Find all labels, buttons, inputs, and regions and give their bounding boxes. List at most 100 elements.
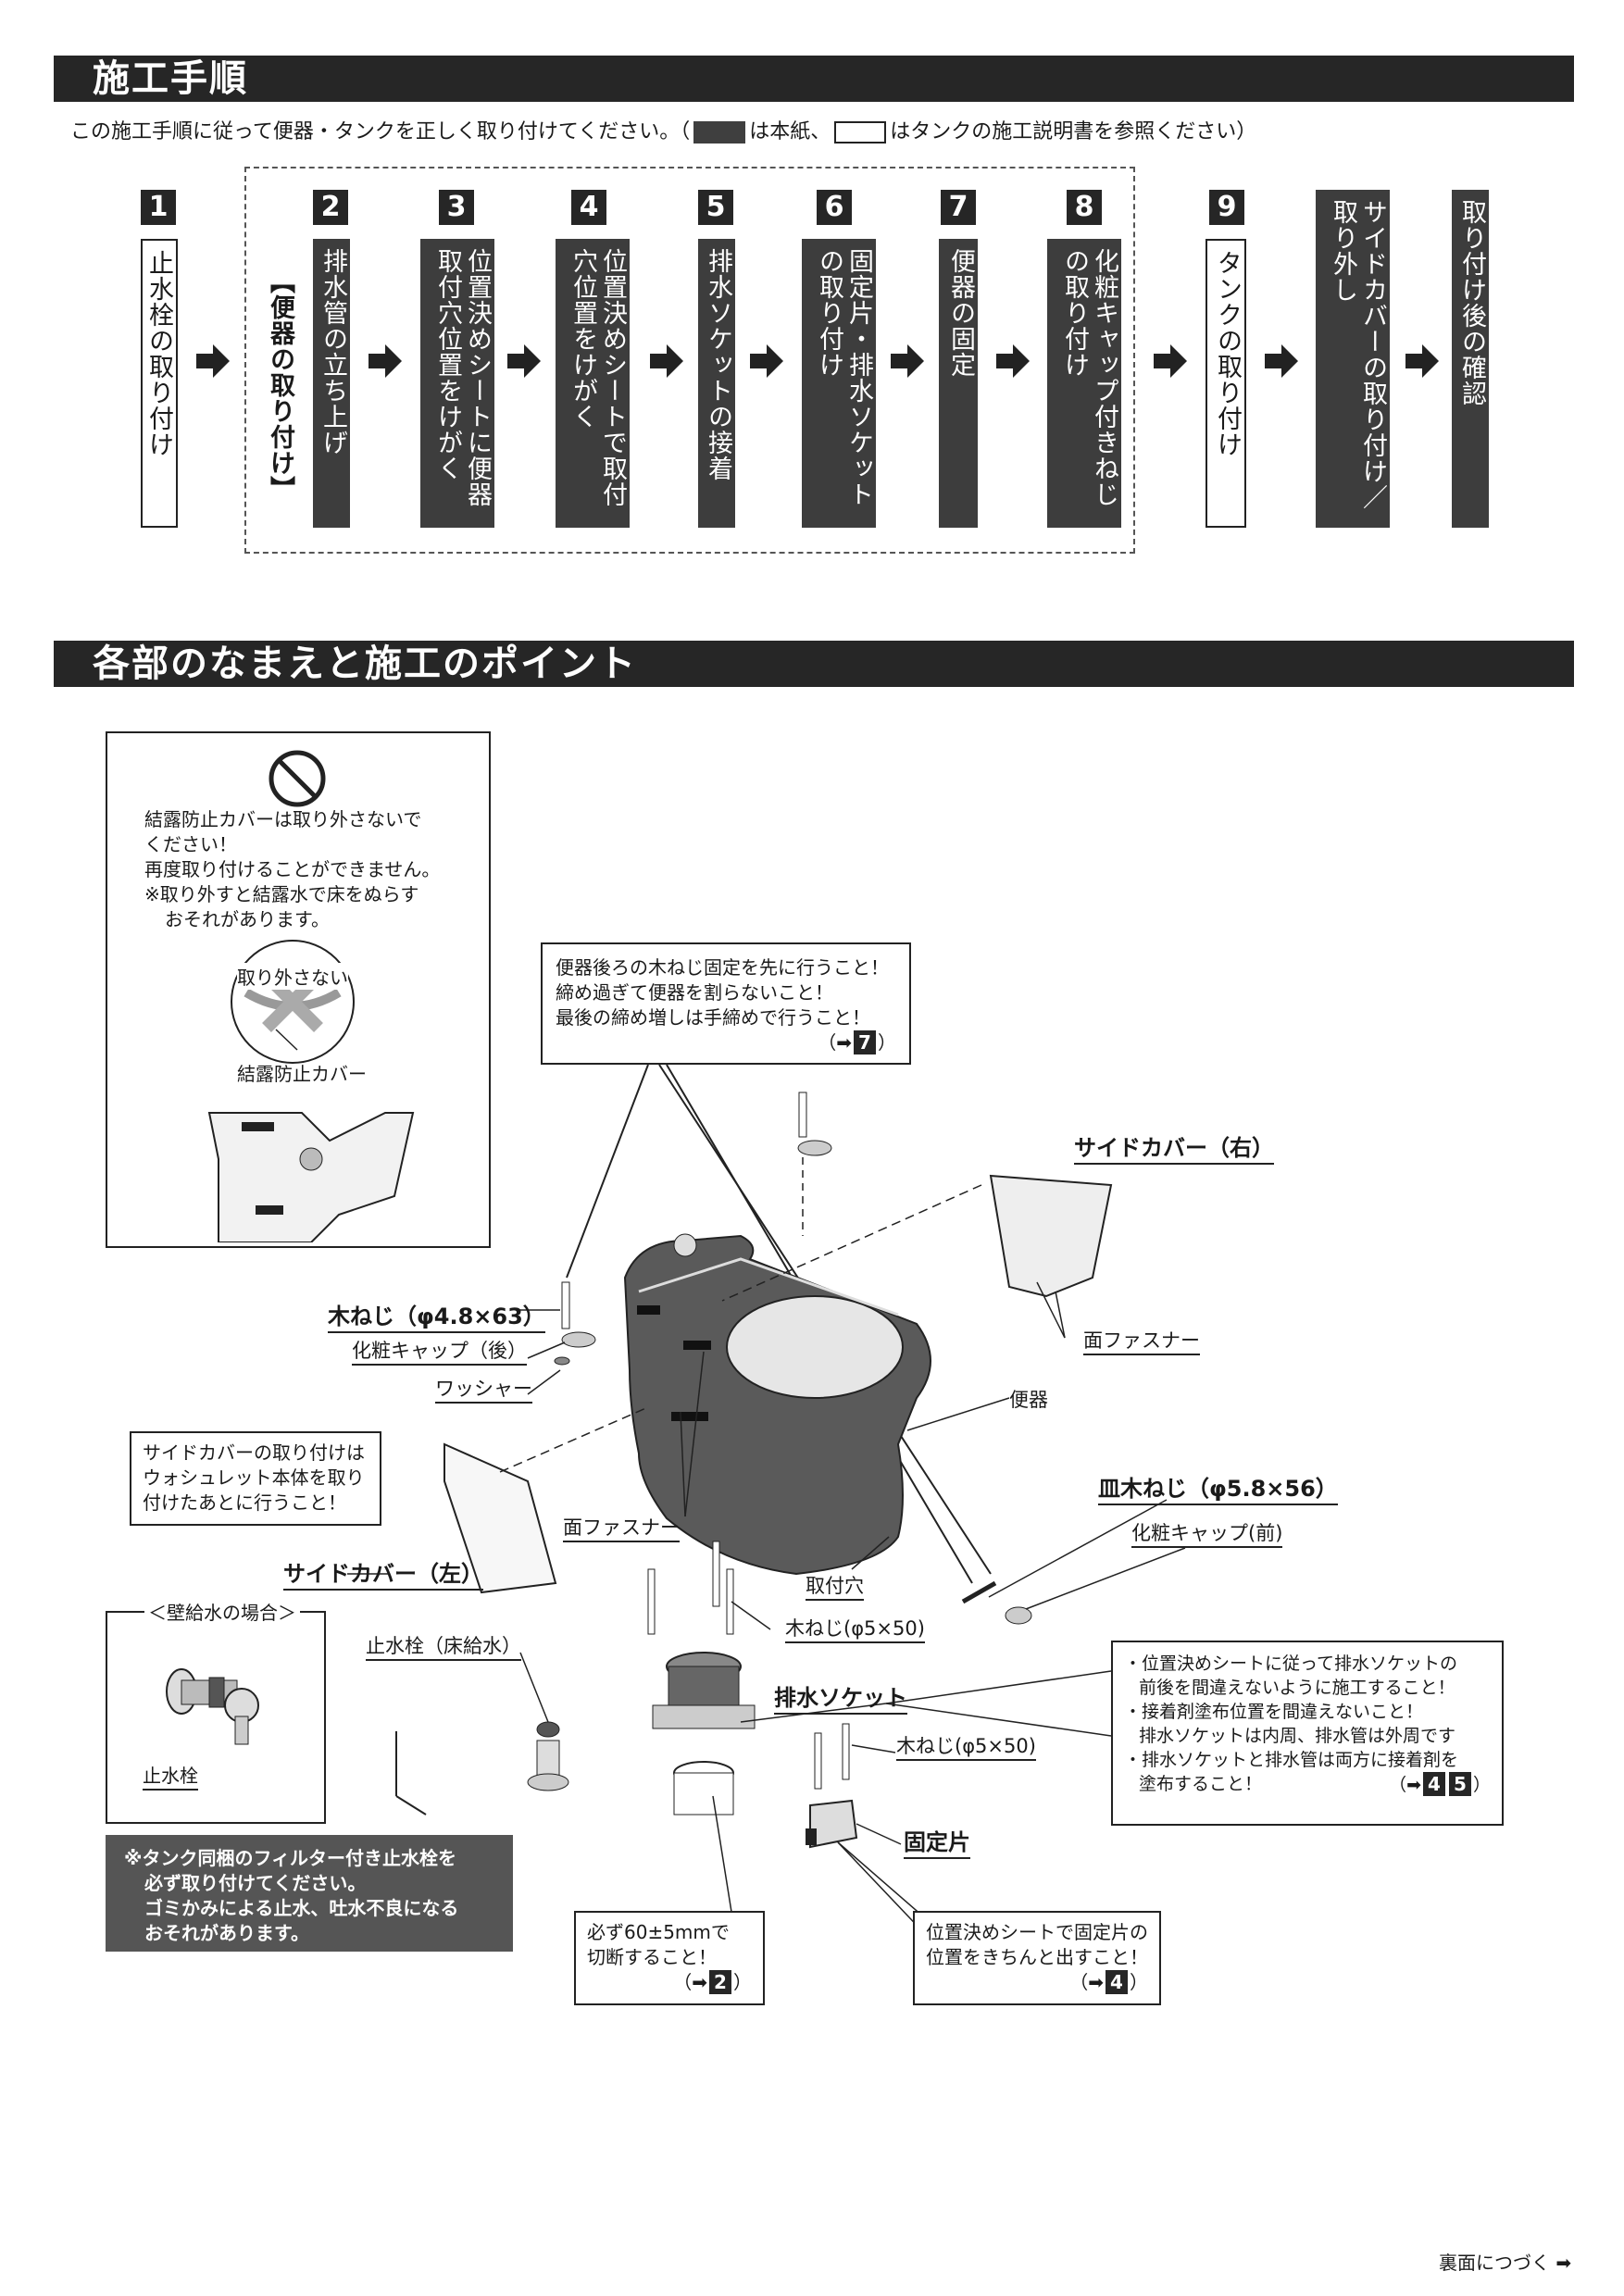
step-4-box: 位置決めシートで取付穴位置をけがく — [556, 239, 630, 528]
step-5-number: 5 — [698, 190, 733, 225]
caution-line: おそれがあります。 — [165, 908, 330, 930]
step-7-box: 便器の固定 — [939, 239, 978, 528]
label-fastener-right: 面ファスナー — [1083, 1326, 1200, 1355]
step-6-number: 6 — [817, 190, 852, 225]
flow-arrow-icon — [1154, 344, 1187, 378]
flow-arrow-icon — [507, 344, 541, 378]
label-text: 木ねじ（φ4.8×63） — [328, 1304, 545, 1333]
label-flat-screw: 皿木ねじ（φ5.8×56） — [1098, 1470, 1338, 1505]
label-wood-screw-5x50-a: 木ねじ(φ5×50) — [785, 1614, 925, 1643]
section-title-parts: 各部のなまえと施工のポイント — [54, 641, 1574, 687]
label-washer: ワッシャー — [435, 1374, 532, 1404]
note-line: 位置をきちんと出すこと！ — [926, 1946, 1148, 1968]
note-line: ウォシュレット本体を取り — [143, 1466, 365, 1489]
label-stop-valve-floor: 止水栓（床給水） — [366, 1631, 521, 1661]
label-fixing-piece: 固定片 — [904, 1824, 970, 1859]
label-text: 木ねじ(φ5×50) — [896, 1735, 1036, 1761]
note-line: 位置決めシートで固定片の — [926, 1921, 1148, 1943]
note-line: 付けたあとに行うこと！ — [143, 1491, 346, 1514]
label-fastener-left: 面ファスナー — [563, 1513, 680, 1542]
step-8-box: 化粧キャップ付きねじの取り付け — [1047, 239, 1121, 528]
label-text: 固定片 — [904, 1829, 970, 1859]
ref-number: 4 — [1422, 1772, 1445, 1796]
caution-line: ください！ — [144, 833, 237, 855]
label-text: 皿木ねじ（φ5.8×56） — [1098, 1476, 1338, 1505]
label-wood-screw-back: 木ねじ（φ4.8×63） — [328, 1298, 545, 1333]
wall-supply-box: ＜壁給水の場合＞ 止水栓 — [106, 1598, 326, 1824]
note-line: ・位置決めシートに従って排水ソケットの — [1124, 1653, 1458, 1674]
flow-arrow-icon — [650, 344, 683, 378]
intro-before: この施工手順に従って便器・タンクを正しく取り付けてください。（ — [70, 120, 691, 144]
ref-number: 7 — [854, 1030, 876, 1054]
label-wood-screw-5x50-b: 木ねじ(φ5×50) — [896, 1731, 1036, 1761]
intro-mid: は本紙、 — [749, 120, 831, 144]
note-line: 前後を間違えないように施工すること！ — [1139, 1678, 1455, 1698]
filter-note: ※タンク同梱のフィルター付き止水栓を 必ず取り付けてください。 ゴミかみによる止… — [106, 1835, 513, 1952]
cover-label: 結露防止カバー — [237, 1063, 367, 1085]
step-side-cover-box: サイドカバーの取り付け／取り外し — [1316, 190, 1390, 528]
note-fix: 位置決めシートで固定片の 位置をきちんと出すこと！ （➡4） — [913, 1911, 1161, 2005]
note-side-cover: サイドカバーの取り付けは ウォシュレット本体を取り 付けたあとに行うこと！ — [130, 1431, 381, 1526]
flow-arrow-icon — [1405, 344, 1439, 378]
note-ref: （➡4） — [1069, 1970, 1148, 1994]
note-screws: 便器後ろの木ねじ固定を先に行うこと！ 締め過ぎて便器を割らないこと！ 最後の締め… — [541, 942, 911, 1065]
note-socket: ・位置決めシートに従って排水ソケットの 前後を間違えないように施工すること！ ・… — [1111, 1641, 1504, 1826]
note-ref: （➡7） — [818, 1030, 896, 1054]
note-line: ゴミかみによる止水、吐水不良になる — [144, 1897, 459, 1919]
wall-valve-illustration — [166, 1668, 259, 1745]
label-text: 排水ソケット — [774, 1685, 907, 1715]
legend-white-swatch — [834, 121, 887, 144]
step-2-number: 2 — [313, 190, 348, 225]
label-side-cover-right: サイドカバー（右） — [1074, 1129, 1274, 1165]
note-line: サイドカバーの取り付けは — [143, 1441, 365, 1464]
note-line: ・排水ソケットと排水管は両方に接着剤を — [1124, 1750, 1459, 1770]
label-text: サイドカバー（右） — [1074, 1135, 1274, 1165]
section-title-procedure: 施工手順 — [54, 56, 1574, 102]
step-8-number: 8 — [1067, 190, 1102, 225]
label-text: 止水栓 — [143, 1765, 198, 1791]
toilet-install-group-frame — [244, 167, 1135, 554]
step-check-box: 取り付け後の確認 — [1452, 190, 1489, 528]
label-text: 化粧キャップ(前) — [1131, 1522, 1283, 1548]
arrow-right-icon: ➡ — [1555, 2252, 1572, 2274]
dont-remove-label: 取り外さない — [237, 963, 348, 990]
group-label: 【便器の取り付け】 — [266, 268, 294, 502]
caution-text: 結露防止カバーは取り外さないで ください！ 再度取り付けることができません。 ※… — [144, 807, 440, 932]
step-7-number: 7 — [941, 190, 976, 225]
note-cut: 必ず60±5mmで 切断すること！ （➡2） — [574, 1911, 765, 2005]
footer-continue: 裏面につづく ➡ — [1439, 2248, 1571, 2275]
label-cap-back: 化粧キャップ（後） — [352, 1336, 527, 1366]
note-line: 排水ソケットは内周、排水管は外周です — [1139, 1726, 1456, 1746]
note-line: ・接着剤塗布位置を間違えないこと！ — [1124, 1702, 1424, 1722]
note-line: 塗布すること！ — [1139, 1774, 1263, 1794]
caution-box: 結露防止カバーは取り外さないで ください！ 再度取り付けることができません。 ※… — [106, 731, 491, 1248]
note-ref: （➡2） — [673, 1970, 752, 1994]
wall-supply-title: ＜壁給水の場合＞ — [144, 1598, 300, 1625]
ref-number: 5 — [1448, 1772, 1471, 1796]
wall-valve-label: 止水栓 — [143, 1761, 198, 1791]
note-line: ※タンク同梱のフィルター付き止水栓を — [124, 1847, 457, 1869]
note-line: 必ず取り付けてください。 — [144, 1872, 367, 1894]
label-text: 面ファスナー — [1083, 1329, 1200, 1355]
intro-text: この施工手順に従って便器・タンクを正しく取り付けてください。（は本紙、はタンクの… — [70, 115, 1256, 144]
label-text: サイドカバー（左） — [283, 1561, 483, 1591]
flow-arrow-icon — [750, 344, 783, 378]
label-text: ワッシャー — [435, 1378, 532, 1404]
note-line: 最後の締め増しは手締めで行うこと！ — [556, 1006, 870, 1029]
label-side-cover-left: サイドカバー（左） — [283, 1555, 483, 1591]
label-text: 化粧キャップ（後） — [352, 1340, 527, 1366]
label-text: 木ねじ(φ5×50) — [785, 1617, 925, 1643]
label-drain-socket: 排水ソケット — [774, 1679, 907, 1715]
step-1-number: 1 — [141, 190, 176, 225]
note-line: おそれがあります。 — [144, 1922, 309, 1944]
flow-arrow-icon — [1265, 344, 1298, 378]
note-line: 切断すること！ — [587, 1946, 717, 1968]
step-9-number: 9 — [1209, 190, 1244, 225]
legend-dark-swatch — [693, 121, 746, 144]
toilet-section-illustration — [207, 1112, 415, 1242]
caution-line: 再度取り付けることができません。 — [144, 858, 441, 880]
step-6-box: 固定片・排水ソケットの取り付け — [802, 239, 876, 528]
note-line: 便器後ろの木ねじ固定を先に行うこと！ — [556, 956, 889, 979]
note-line: 必ず60±5mmで — [587, 1921, 730, 1943]
